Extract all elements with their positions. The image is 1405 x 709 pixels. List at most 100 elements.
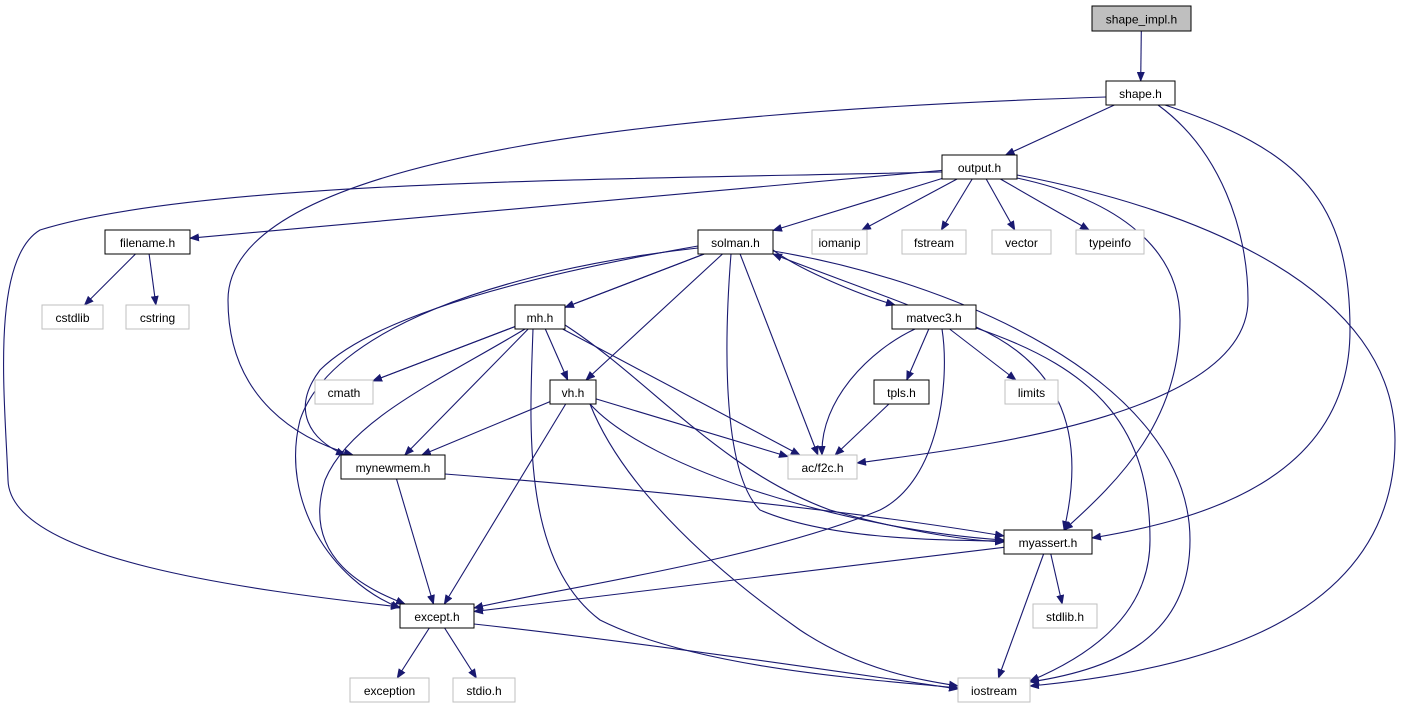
node-box	[1004, 379, 1059, 405]
edge-mynewmem-to-myassert	[444, 473, 1005, 539]
edge-solman-to-matvec3	[772, 249, 896, 307]
edge-myassert-to-except	[473, 546, 1005, 615]
node-label: exception	[364, 684, 415, 698]
node-label: fstream	[914, 236, 954, 250]
edge-filename-to-cstdlib	[83, 253, 136, 306]
node-box	[1105, 80, 1176, 106]
node-except[interactable]: except.h	[399, 603, 475, 629]
edge-output-to-vector	[985, 178, 1016, 231]
node-output[interactable]: output.h	[941, 154, 1018, 180]
node-label: vh.h	[562, 386, 585, 400]
node-box	[349, 677, 430, 703]
node-box	[104, 229, 191, 255]
node-box	[514, 304, 566, 330]
node-label: limits	[1018, 386, 1045, 400]
edge-mh-to-except	[319, 328, 526, 605]
edge-output-to-myassert	[1016, 177, 1181, 531]
node-label: cstring	[140, 311, 175, 325]
node-box	[1091, 5, 1192, 32]
edge-matvec3-to-iostream	[975, 327, 1151, 682]
node-limits: limits	[1004, 379, 1059, 405]
edge-shape-to-output	[1004, 104, 1115, 156]
node-filename[interactable]: filename.h	[104, 229, 191, 255]
edge-myassert-to-iostream	[997, 553, 1045, 679]
edge-shape-to-mynewmem	[227, 96, 1107, 457]
node-myassert[interactable]: myassert.h	[1003, 529, 1093, 555]
edge-matvec3-to-myassert	[975, 326, 1073, 531]
node-label: ac/f2c.h	[801, 461, 843, 475]
node-box	[549, 379, 597, 405]
node-f2c: ac/f2c.h	[787, 454, 858, 480]
node-label: solman.h	[711, 236, 760, 250]
node-solman[interactable]: solman.h	[697, 229, 774, 255]
node-label: mynewmem.h	[356, 461, 431, 475]
edge-except-to-iostream	[473, 623, 959, 692]
edge-vh-to-f2c	[595, 398, 789, 458]
node-label: cstdlib	[55, 311, 89, 325]
node-vh[interactable]: vh.h	[549, 379, 597, 405]
node-label: stdio.h	[466, 684, 501, 698]
node-cstring: cstring	[125, 304, 190, 330]
node-label: filename.h	[120, 236, 175, 250]
node-label: iostream	[971, 684, 1017, 698]
node-box	[873, 379, 930, 405]
node-label: shape_impl.h	[1106, 13, 1177, 27]
node-label: tpls.h	[887, 386, 916, 400]
node-box	[941, 154, 1018, 180]
node-stdio: stdio.h	[452, 677, 516, 703]
edge-mh-to-vh	[544, 328, 569, 381]
edge-except-to-stdio	[444, 627, 477, 679]
edge-output-to-except	[3, 171, 943, 610]
node-box	[1075, 229, 1145, 255]
edge-mh-to-cmath	[372, 326, 516, 382]
node-cstdlib: cstdlib	[41, 304, 104, 330]
node-label: shape.h	[1119, 87, 1162, 101]
edge-filename-to-cstring	[148, 253, 159, 306]
edge-solman-to-f2c	[739, 253, 819, 456]
edge-shape_impl-to-shape	[1136, 30, 1145, 82]
node-label: vector	[1005, 236, 1038, 250]
node-box	[787, 454, 858, 480]
node-label: mh.h	[527, 311, 554, 325]
node-box	[1032, 603, 1098, 629]
edge-mynewmem-to-except	[395, 478, 435, 605]
node-box	[697, 229, 774, 255]
node-matvec3[interactable]: matvec3.h	[891, 304, 977, 330]
node-mh[interactable]: mh.h	[514, 304, 566, 330]
node-mynewmem[interactable]: mynewmem.h	[340, 454, 446, 480]
edge-myassert-to-stdlib	[1050, 553, 1065, 605]
node-shape[interactable]: shape.h	[1105, 80, 1176, 106]
node-label: typeinfo	[1089, 236, 1131, 250]
node-vector: vector	[991, 229, 1052, 255]
node-box	[901, 229, 967, 255]
node-label: output.h	[958, 161, 1001, 175]
node-label: matvec3.h	[906, 311, 961, 325]
node-box	[891, 304, 977, 330]
node-tpls[interactable]: tpls.h	[873, 379, 930, 405]
edge-matvec3-to-f2c	[817, 328, 916, 456]
edge-solman-to-iostream	[772, 250, 1191, 685]
edge-matvec3-to-limits	[949, 328, 1017, 381]
node-box	[399, 603, 475, 629]
edge-vh-to-mynewmem	[420, 401, 551, 456]
node-shape_impl[interactable]: shape_impl.h	[1091, 5, 1192, 32]
edge-output-to-typeinfo	[1000, 178, 1090, 231]
node-box	[340, 454, 446, 480]
edge-vh-to-iostream	[589, 403, 959, 689]
node-cmath: cmath	[314, 379, 374, 405]
node-iostream: iostream	[957, 677, 1031, 703]
node-fstream: fstream	[901, 229, 967, 255]
edge-output-to-iomanip	[861, 178, 958, 231]
edge-mh-to-f2c	[562, 328, 801, 456]
edge-output-to-filename	[189, 169, 943, 242]
edge-mh-to-mynewmem	[404, 328, 529, 456]
node-box	[1003, 529, 1093, 555]
edge-matvec3-to-tpls	[906, 328, 930, 381]
edge-output-to-iostream	[1016, 174, 1396, 690]
edge-tpls-to-f2c	[834, 403, 890, 456]
edge-output-to-solman	[772, 177, 943, 232]
edge-shape-to-myassert	[1091, 104, 1351, 541]
edge-shape-to-f2c	[856, 104, 1249, 466]
node-label: cmath	[328, 386, 361, 400]
